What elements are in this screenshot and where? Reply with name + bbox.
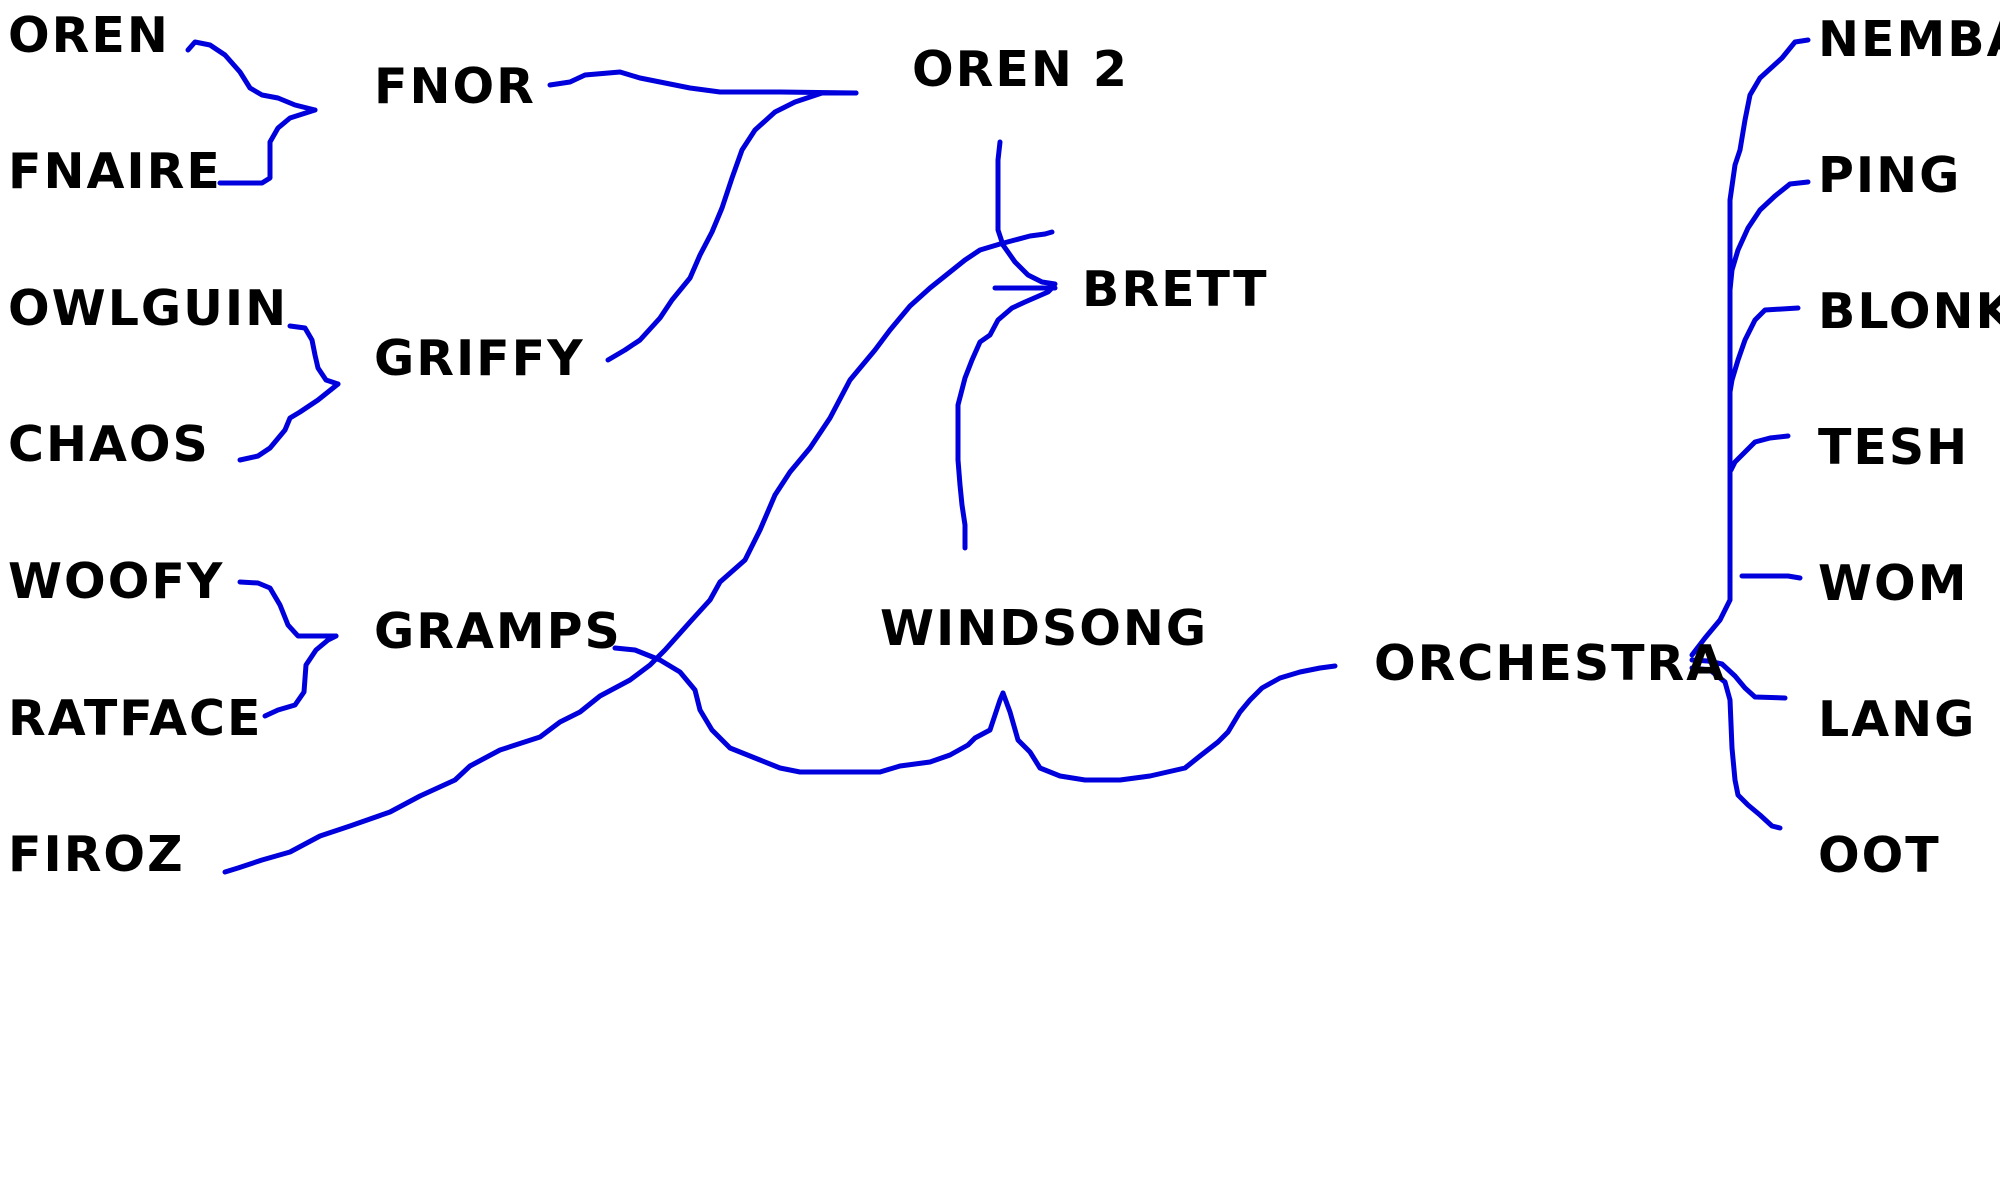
edge-wom-orchestra	[1739, 573, 1803, 581]
node-orchestra: ORCHESTRA	[1374, 635, 1726, 692]
node-fnaire: FNAIRE	[8, 143, 222, 200]
edge-ping-orchestra	[1727, 179, 1811, 293]
node-oren2: OREN 2	[912, 41, 1129, 98]
node-wom: WOM	[1818, 555, 1968, 612]
node-brett: BRETT	[1082, 261, 1269, 318]
edge-orchestra-windsong	[1000, 663, 1338, 783]
node-oot: OOT	[1818, 827, 1941, 884]
node-ping: PING	[1818, 147, 1961, 204]
node-chaos: CHAOS	[8, 416, 210, 473]
node-ratface: RATFACE	[8, 690, 262, 747]
edge-firoz-brett	[222, 229, 1055, 875]
node-labels: OREN FNAIRE OWLGUIN CHAOS WOOFY RATFACE …	[8, 7, 2000, 884]
node-griffy: GRIFFY	[374, 330, 585, 387]
edge-fnor-oren2	[547, 69, 859, 96]
node-nemba: NEMBA	[1818, 11, 2000, 68]
edge-tesh-orchestra	[1728, 433, 1791, 473]
connector-lines	[185, 37, 1811, 875]
node-windsong: WINDSONG	[880, 600, 1208, 657]
node-blonk: BLONK	[1818, 283, 2000, 340]
node-owlguin: OWLGUIN	[8, 280, 288, 337]
node-gramps: GRAMPS	[374, 603, 622, 660]
edge-owlguin-griffy	[287, 323, 341, 387]
node-firoz: FIROZ	[8, 826, 185, 883]
edge-oren2-brett	[995, 139, 1058, 287]
edge-oot-orchestra	[1689, 665, 1783, 831]
edge-chaos-griffy	[237, 381, 341, 463]
node-fnor: FNOR	[374, 58, 536, 115]
node-lang: LANG	[1818, 691, 1976, 748]
edge-griffy-oren2	[605, 90, 859, 363]
edge-fnaire-fnor	[217, 107, 318, 186]
edge-gramps-windsong	[612, 645, 1006, 775]
edge-windsong-brett	[955, 285, 1055, 551]
edge-lang-orchestra	[1689, 657, 1788, 701]
edge-blonk-orchestra	[1727, 305, 1801, 395]
node-woofy: WOOFY	[8, 553, 224, 610]
node-tesh: TESH	[1818, 419, 1969, 476]
edge-ratface-gramps	[262, 633, 339, 719]
edge-nemba-orchestra	[1689, 37, 1811, 658]
node-oren: OREN	[8, 7, 170, 64]
edge-oren-fnor	[185, 39, 318, 113]
edge-woofy-gramps	[237, 579, 339, 639]
